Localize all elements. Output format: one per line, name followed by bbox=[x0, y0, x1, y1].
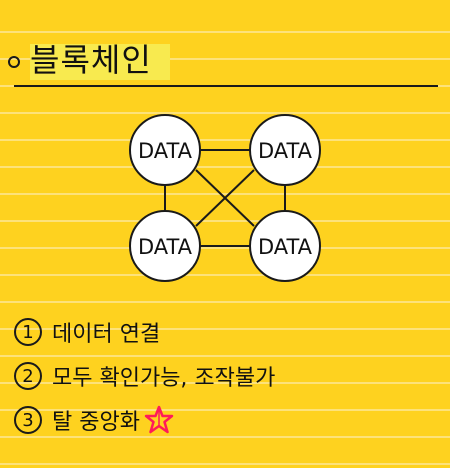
bullet-circle-icon bbox=[8, 56, 20, 68]
list-item: 1 데이터 연결 bbox=[14, 312, 275, 352]
circled-number: 1 bbox=[14, 318, 42, 346]
list-item: 3 탈 중앙화 bbox=[14, 400, 275, 440]
list-item-text: 탈 중앙화 bbox=[52, 410, 140, 435]
node-label: DATA bbox=[138, 235, 193, 259]
diagram-edges bbox=[164, 149, 286, 247]
circled-number: 3 bbox=[14, 406, 42, 434]
node-circle bbox=[129, 210, 201, 282]
node-n2: DATA bbox=[249, 114, 321, 186]
list-item: 2 모두 확인가능, 조작불가 bbox=[14, 356, 275, 396]
title-underline bbox=[14, 85, 438, 87]
list-item-text: 데이터 연결 bbox=[52, 322, 161, 347]
node-label: DATA bbox=[138, 139, 193, 163]
circled-number: 2 bbox=[14, 362, 42, 390]
node-label: DATA bbox=[258, 235, 313, 259]
edge-n2-n3 bbox=[195, 169, 255, 227]
page-title: 블록체인 bbox=[30, 41, 152, 79]
node-circle bbox=[249, 114, 321, 186]
node-circle bbox=[129, 114, 201, 186]
node-label: DATA bbox=[258, 139, 313, 163]
node-circle bbox=[249, 210, 321, 282]
node-n1: DATA bbox=[129, 114, 201, 186]
feature-list: 1 데이터 연결 2 모두 확인가능, 조작불가 3 탈 중앙화 bbox=[14, 312, 275, 444]
title-highlight bbox=[30, 44, 170, 80]
node-n3: DATA bbox=[129, 210, 201, 282]
node-n4: DATA bbox=[249, 210, 321, 282]
star-icon bbox=[144, 405, 174, 434]
title-row: 블록체인 bbox=[8, 36, 152, 80]
network-diagram: DATA DATA DATA DATA bbox=[129, 114, 321, 282]
list-item-text: 모두 확인가능, 조작불가 bbox=[52, 366, 276, 391]
